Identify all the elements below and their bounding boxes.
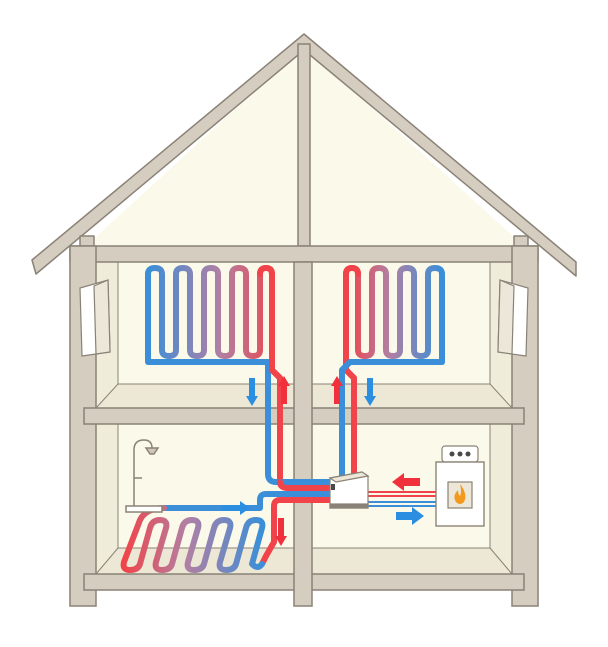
flame-icon	[454, 484, 466, 504]
roof	[31, 33, 577, 277]
upper-left-heating-loop	[145, 265, 283, 485]
return-arrow-upper-right	[364, 378, 376, 406]
manifold-unit	[328, 471, 370, 509]
supply-arrow-boiler	[392, 473, 420, 491]
wall-radiator-right	[497, 279, 529, 357]
boiler	[435, 445, 485, 527]
shower	[125, 439, 163, 513]
supply-arrows	[275, 376, 420, 546]
supply-arrow-upper-left	[278, 376, 290, 404]
return-arrow-upper-left	[246, 378, 258, 406]
wall-radiator-left	[79, 279, 111, 357]
lower-heating-loop	[120, 505, 266, 573]
upper-right-heating-loop	[339, 265, 445, 485]
return-arrows	[222, 378, 424, 525]
return-arrow-boiler	[396, 507, 424, 525]
supply-arrow-lower	[275, 518, 287, 546]
return-arrow-lower	[222, 501, 250, 515]
supply-arrow-upper-right	[331, 376, 343, 404]
